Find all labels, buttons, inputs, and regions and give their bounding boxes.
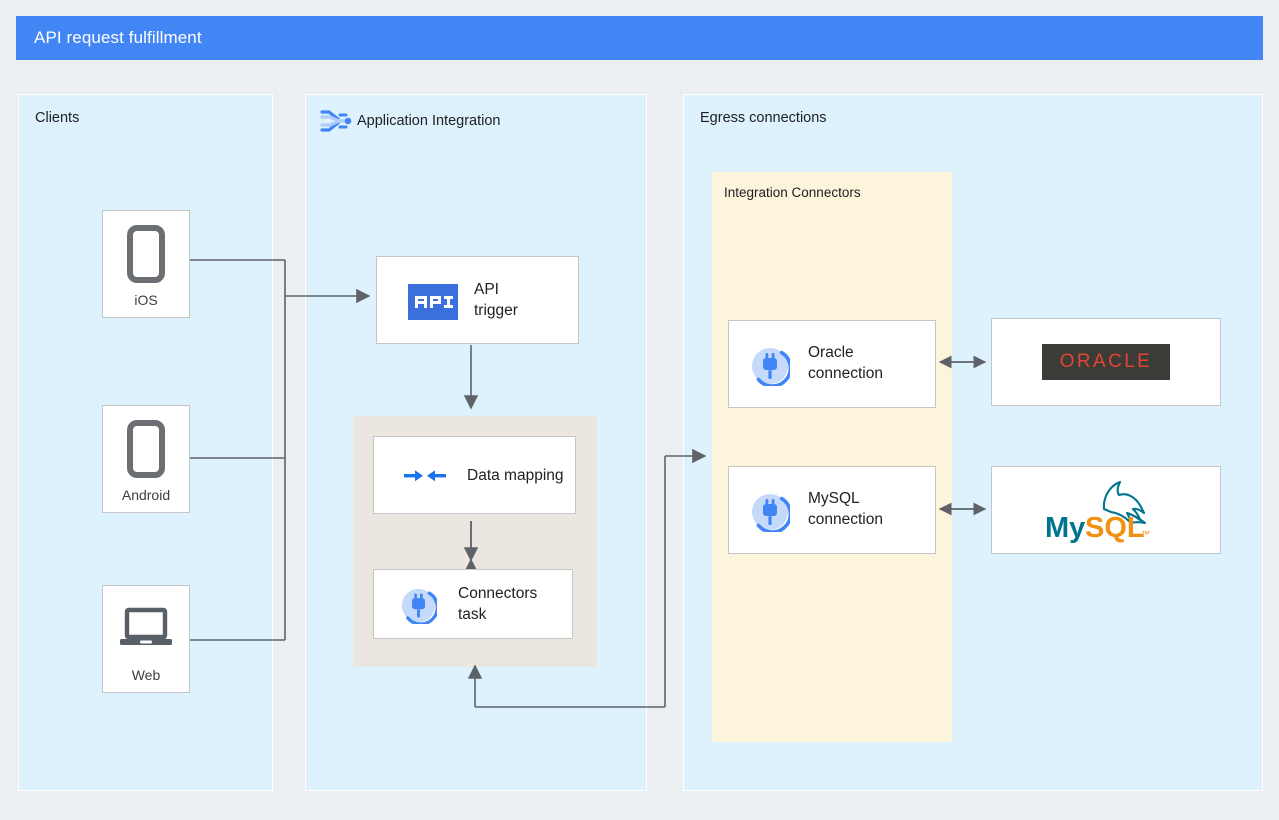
node-oracle-backend[interactable]: ORACLE [991, 318, 1221, 406]
mysql-logo-sql: SQL [1085, 512, 1145, 543]
connector-plug-icon [400, 587, 439, 626]
oracle-logo: ORACLE [1042, 344, 1170, 380]
node-api-trigger[interactable]: API trigger [376, 256, 579, 344]
node-data-mapping-label: Data mapping [467, 467, 564, 484]
node-oracle-connection-label: Oracle connection [808, 344, 883, 382]
application-integration-icon [319, 106, 353, 136]
phone-icon [122, 225, 170, 292]
node-mysql-backend[interactable]: My SQL ™ [991, 466, 1221, 554]
node-connectors-task-label: Connectors task [458, 585, 538, 623]
node-mysql-connection-label: MySQL connection [808, 490, 883, 528]
node-api-trigger-label: API trigger [474, 281, 518, 319]
client-node-android[interactable]: Android [102, 405, 190, 513]
oracle-logo-text: ORACLE [1059, 351, 1153, 372]
phone-icon [122, 420, 170, 487]
panel-clients-title: Clients [35, 110, 80, 126]
mysql-logo-tm: ™ [1141, 529, 1150, 539]
mysql-dolphin-icon [1102, 480, 1147, 525]
diagram-title-bar: API request fulfillment [16, 16, 1263, 60]
api-trigger-icon [408, 284, 458, 320]
page-title: API request fulfillment [34, 28, 202, 47]
mysql-logo: My SQL ™ [1041, 477, 1171, 544]
node-mysql-connection[interactable]: MySQL connection [728, 466, 936, 554]
panel-egress-title: Egress connections [700, 110, 827, 126]
client-node-web[interactable]: Web [102, 585, 190, 693]
client-label-web: Web [131, 667, 161, 683]
connector-plug-icon [750, 346, 793, 388]
mysql-logo-my: My [1045, 512, 1085, 543]
connector-plug-icon [750, 492, 793, 534]
panel-application-integration-title: Application Integration [357, 113, 501, 129]
panel-integration-connectors-title: Integration Connectors [724, 185, 861, 200]
node-oracle-connection[interactable]: Oracle connection [728, 320, 936, 408]
node-connectors-task[interactable]: Connectors task [373, 569, 573, 639]
client-label-ios: iOS [134, 292, 158, 308]
client-node-ios[interactable]: iOS [102, 210, 190, 318]
node-data-mapping[interactable]: Data mapping [373, 436, 576, 514]
data-mapping-icon [404, 463, 446, 489]
panel-integration-connectors: Integration Connectors [712, 172, 952, 742]
laptop-icon [118, 606, 174, 659]
client-label-android: Android [121, 487, 171, 503]
